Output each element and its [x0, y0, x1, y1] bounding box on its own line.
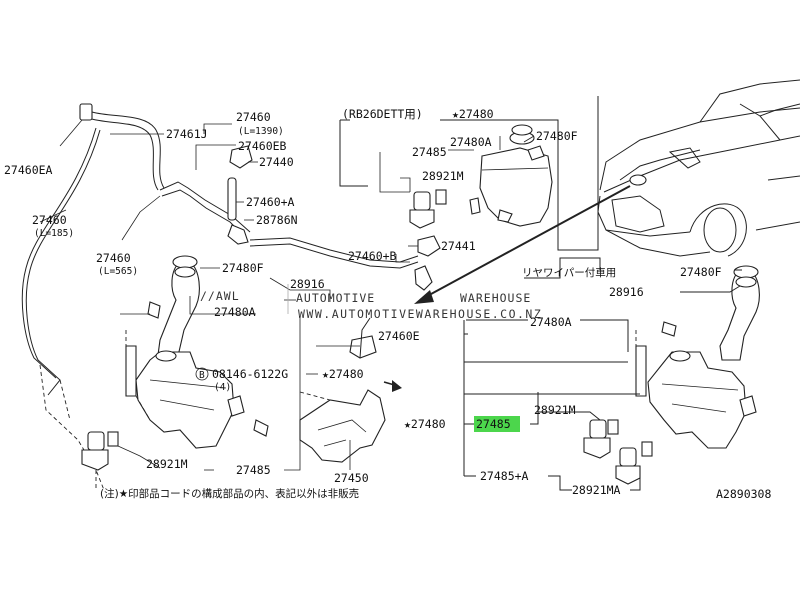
label-27440: 27440	[259, 155, 294, 169]
label-bolt-qty: (4)	[214, 382, 231, 393]
label-27460-mid-length: (L=565)	[98, 266, 138, 277]
label-27480A-right: 27480A	[530, 315, 572, 329]
label-27460EB: 27460EB	[238, 139, 287, 153]
label-rb26-27480: ★27480	[452, 107, 494, 121]
label-27480F-right: 27480F	[680, 265, 722, 279]
label-27480A-left: 27480A	[214, 305, 256, 319]
label-28921M-left: 28921M	[146, 457, 188, 471]
label-bolt-code: 08146-6122G	[212, 367, 288, 381]
diagram-code: A2890308	[716, 487, 771, 501]
label-28786N: 28786N	[256, 213, 298, 227]
label-27460A: 27460+A	[246, 195, 295, 209]
watermark-awl: //AWL	[200, 289, 240, 303]
label-27460EA: 27460EA	[4, 163, 53, 177]
washer-tank-left	[81, 255, 269, 488]
label-27460-top-length: (L=1390)	[238, 126, 284, 137]
label-27485-left: 27485	[236, 463, 271, 477]
label-27460-mid: 27460	[96, 251, 131, 265]
watermark-automotive: AUTOMOTIVE	[296, 291, 375, 305]
label-27485A-right: 27485+A	[480, 469, 529, 483]
part-labels: 27460 (L=1390) 27461J 27460EB 27440 2746…	[4, 107, 771, 501]
watermark: //AWL AUTOMOTIVE WAREHOUSE WWW.AUTOMOTIV…	[200, 284, 542, 321]
washer-tank-right	[583, 265, 760, 485]
label-27480F-left: 27480F	[222, 261, 264, 275]
footnote: (注)★印部品コードの構成部品の内、表記以外は非販売	[100, 487, 359, 500]
label-27441: 27441	[441, 239, 476, 253]
label-28921M-right: 28921M	[534, 403, 576, 417]
label-rb26-27480A: 27480A	[450, 135, 492, 149]
label-27485-highlight: 27485	[476, 417, 511, 431]
label-28916-right: 28916	[609, 285, 644, 299]
label-27460E: 27460E	[378, 329, 420, 343]
label-27460-left-length: (L=185)	[34, 228, 74, 239]
watermark-warehouse: WAREHOUSE	[460, 291, 531, 305]
label-rb26-27485: 27485	[412, 145, 447, 159]
leader-lines	[39, 119, 535, 471]
label-27480-star-left: ★27480	[322, 367, 364, 381]
label-27460-top: 27460	[236, 110, 271, 124]
highlight-27485	[474, 416, 520, 432]
label-27450: 27450	[334, 471, 369, 485]
car-illustration	[597, 79, 800, 257]
label-27461J: 27461J	[166, 127, 208, 141]
bracket-27450	[299, 389, 386, 463]
watermark-url: WWW.AUTOMOTIVEWAREHOUSE.CO.NZ	[298, 307, 542, 321]
label-rb26-header: (RB26DETT用)	[342, 107, 423, 121]
hose-assembly-diagram	[21, 103, 441, 491]
arrows	[383, 185, 631, 392]
label-27460B: 27460+B	[348, 249, 397, 263]
label-rb26-28921M: 28921M	[422, 169, 464, 183]
label-28921MA-right: 28921MA	[572, 483, 621, 497]
rb26-box	[339, 96, 599, 251]
label-27480-star-right: ★27480	[404, 417, 446, 431]
label-rb26-27480F: 27480F	[536, 129, 578, 143]
label-28916-left: 28916	[290, 277, 325, 291]
label-rear-wiper-note: リヤワイパー付車用	[522, 266, 616, 279]
right-box-lines	[463, 257, 742, 491]
bolt-circle-icon	[195, 367, 209, 381]
label-27460-left: 27460	[32, 213, 67, 227]
label-bolt-circle: B	[199, 370, 205, 381]
